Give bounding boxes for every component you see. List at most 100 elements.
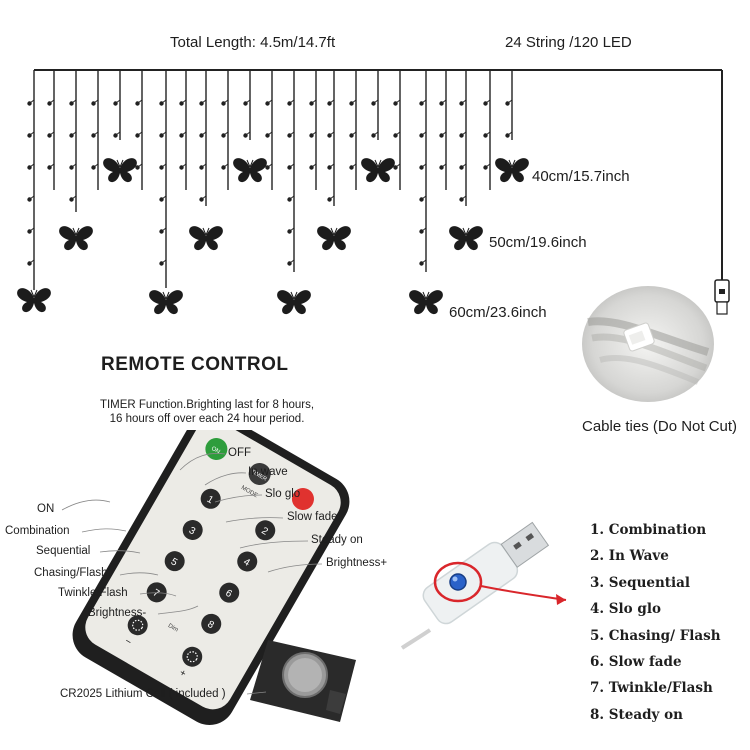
- mode-button-2[interactable]: [252, 517, 279, 544]
- mode-button-1-label: 1: [205, 494, 216, 507]
- label-brightness-minus: Brightness-: [88, 607, 147, 619]
- butterfly-icon: [102, 157, 138, 183]
- label-steady-on: Steady on: [311, 534, 363, 546]
- dim-label: Dim: [167, 623, 179, 634]
- led-bulb-icon: [264, 131, 273, 139]
- led-bulb-icon: [438, 99, 447, 107]
- led-bulb-icon: [326, 163, 335, 171]
- led-bulb-icon: [348, 99, 357, 107]
- off-button[interactable]: [288, 484, 318, 514]
- mode-item-1: 1. Combination: [590, 522, 707, 538]
- led-bulb-icon: [308, 131, 317, 139]
- led-bulb-icon: [46, 99, 55, 107]
- mode-list: 1. Combination 2. In Wave 3. Sequential …: [590, 522, 721, 733]
- usb-mode-button[interactable]: [449, 573, 467, 591]
- led-bulb-icon: [286, 99, 295, 107]
- led-bulb-icon: [220, 99, 229, 107]
- led-bulb-icon: [418, 99, 427, 107]
- mode-button-5[interactable]: [161, 548, 188, 575]
- remote-face: [85, 430, 341, 710]
- string-count-label: 24 String /120 LED: [505, 34, 632, 51]
- led-bulb-icon: [504, 131, 513, 139]
- led-bulb-icon: [198, 99, 207, 107]
- mode-button-7[interactable]: [143, 579, 170, 606]
- mode-button-2-label: 2: [259, 525, 270, 538]
- mode-item-5: 5. Chasing/ Flash: [590, 627, 721, 644]
- led-bulb-icon: [112, 99, 121, 107]
- led-bulb-icon: [482, 99, 491, 107]
- led-bulb-icon: [286, 131, 295, 139]
- brightness-minus-button[interactable]: [124, 612, 151, 639]
- led-bulb-icon: [158, 131, 167, 139]
- timer-description: TIMER Function.Brighting last for 8 hour…: [52, 398, 362, 426]
- mode-button-4-label: 4: [241, 557, 252, 570]
- led-bulb-icon: [392, 99, 401, 107]
- cable-ties-label: Cable ties (Do Not Cut): [582, 418, 738, 435]
- mode-item-8: 8. Steady on: [590, 706, 683, 723]
- label-on: ON: [37, 503, 55, 515]
- led-bulb-icon: [348, 163, 357, 171]
- mode-button-3[interactable]: [179, 516, 206, 543]
- mode-item-3: 3. Sequential: [590, 574, 691, 591]
- led-bulb-icon: [198, 163, 207, 171]
- led-bulb-icon: [68, 195, 77, 203]
- mode-item-2: 2. In Wave: [590, 548, 669, 565]
- led-bulb-icon: [504, 99, 513, 107]
- led-bulb-icon: [26, 227, 35, 235]
- drop-length-short: 40cm/15.7inch: [532, 168, 630, 185]
- mode-button-7-label: 7: [151, 587, 162, 600]
- timer-line-2: 16 hours off over each 24 hour period.: [109, 413, 305, 425]
- mode-item-7: 7. Twinkle/Flash: [590, 680, 713, 697]
- led-bulb-icon: [418, 259, 427, 267]
- label-twinkle-flash: Twinkle/Flash: [58, 587, 128, 599]
- brightness-plus-button[interactable]: [179, 643, 206, 670]
- total-length-label: Total Length: 4.5m/14.7ft: [170, 34, 336, 51]
- led-bulb-icon: [220, 163, 229, 171]
- led-bulb-icon: [90, 131, 99, 139]
- label-off: OFF: [228, 447, 251, 459]
- led-bulb-icon: [308, 163, 317, 171]
- led-bulb-icon: [326, 195, 335, 203]
- drop-length-long: 60cm/23.6inch: [449, 304, 547, 321]
- led-bulb-icon: [458, 195, 467, 203]
- timer-button[interactable]: [245, 459, 275, 489]
- led-bulb-icon: [26, 131, 35, 139]
- butterfly-icon: [16, 287, 52, 313]
- led-bulb-icon: [438, 131, 447, 139]
- mode-button-6[interactable]: [216, 579, 243, 606]
- led-bulb-icon: [198, 131, 207, 139]
- led-bulb-icon: [242, 131, 251, 139]
- label-combination: Combination: [5, 525, 70, 537]
- led-bulb-icon: [26, 195, 35, 203]
- remote-control-illustration: ON TIMER MODE 1 2 3 4 5 6 7 8 Dim: [61, 430, 356, 725]
- mode-button-1[interactable]: [197, 485, 224, 512]
- led-bulb-icon: [178, 131, 187, 139]
- led-bulb-icon: [198, 195, 207, 203]
- mode-button-8-label: 8: [205, 619, 216, 632]
- mode-item-6: 6. Slow fade: [590, 653, 682, 670]
- label-in-wave: In wave: [248, 466, 288, 478]
- sun-dim-icon: [132, 619, 144, 631]
- led-bulb-icon: [286, 195, 295, 203]
- led-bulb-icon: [134, 99, 143, 107]
- led-bulb-icon: [370, 99, 379, 107]
- mode-button-8[interactable]: [198, 610, 225, 637]
- on-button-label: ON: [210, 446, 221, 456]
- led-bulb-icon: [90, 163, 99, 171]
- button-highlight-circle: [433, 561, 483, 603]
- label-sequential: Sequential: [36, 545, 91, 557]
- battery-label: CR2025 Lithium Cell ( included ): [60, 688, 226, 700]
- led-bulb-icon: [26, 163, 35, 171]
- mode-button-4[interactable]: [234, 548, 261, 575]
- on-button[interactable]: [201, 434, 231, 464]
- led-bulb-icon: [134, 131, 143, 139]
- led-bulb-icon: [326, 131, 335, 139]
- led-bulb-icon: [242, 99, 251, 107]
- mode-item-4: 4. Slo glo: [590, 601, 661, 618]
- plus-label: +: [177, 667, 188, 680]
- led-bulb-icon: [264, 99, 273, 107]
- led-bulb-icon: [418, 227, 427, 235]
- mode-button-3-label: 3: [187, 525, 198, 538]
- butterfly-icon: [408, 289, 444, 315]
- led-bulb-icon: [158, 99, 167, 107]
